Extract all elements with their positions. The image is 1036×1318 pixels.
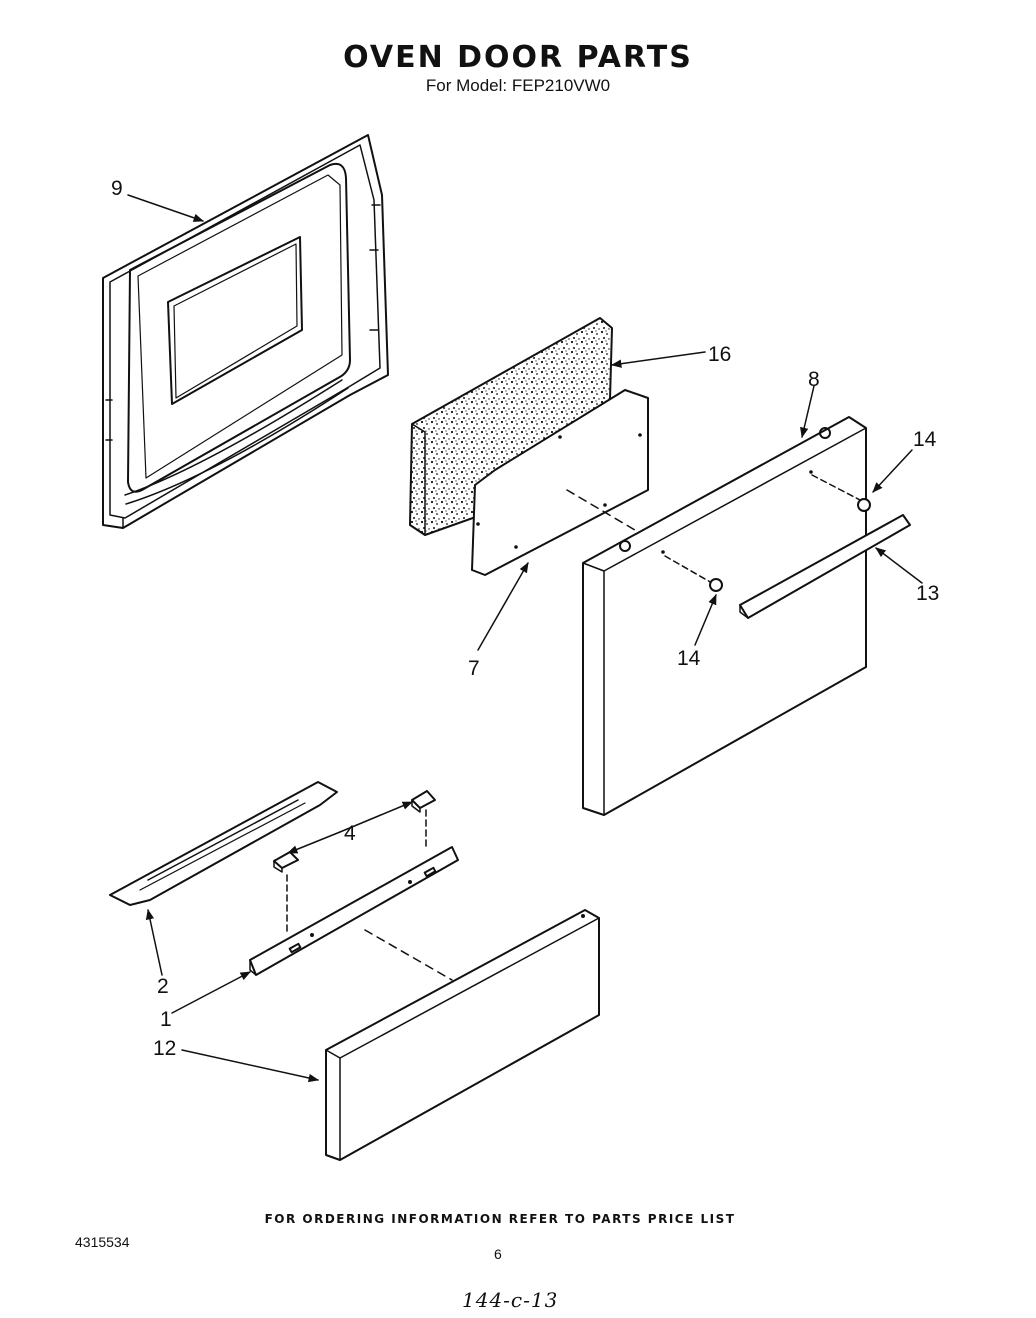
page-title: OVEN DOOR PARTS (343, 40, 693, 75)
page-number: 6 (494, 1246, 502, 1262)
part-9-door-liner (102, 134, 389, 529)
document-number: 4315534 (75, 1234, 130, 1250)
leader-arrows (127, 194, 923, 1083)
handwritten-code: 144-c-13 (462, 1288, 559, 1312)
callout-14-upper: 14 (913, 428, 937, 451)
part-4-clips (273, 790, 436, 936)
callout-13: 13 (916, 582, 939, 605)
callout-14-lower: 14 (677, 647, 701, 670)
part-8-outer-door (582, 416, 867, 816)
part-14-spacers (664, 474, 871, 592)
callout-8: 8 (808, 368, 820, 391)
model-subtitle: For Model: FEP210VW0 (425, 76, 611, 95)
part-1-bracket (249, 846, 459, 976)
ordering-info-note: FOR ORDERING INFORMATION REFER TO PARTS … (264, 1212, 736, 1226)
part-7-panel (471, 389, 649, 576)
callout-7: 7 (468, 657, 480, 680)
callout-2: 2 (157, 975, 169, 998)
part-12-lower-panel (325, 909, 600, 1161)
callout-9: 9 (111, 177, 123, 200)
assembly-line-panel-door (566, 489, 641, 534)
callout-4: 4 (344, 822, 356, 845)
callout-1: 1 (160, 1008, 172, 1031)
assembly-line-bracket-panel (364, 929, 453, 981)
part-13-handle (739, 514, 911, 619)
part-2-trim-channel (109, 781, 338, 906)
callout-12: 12 (153, 1037, 176, 1060)
callout-16: 16 (708, 343, 731, 366)
